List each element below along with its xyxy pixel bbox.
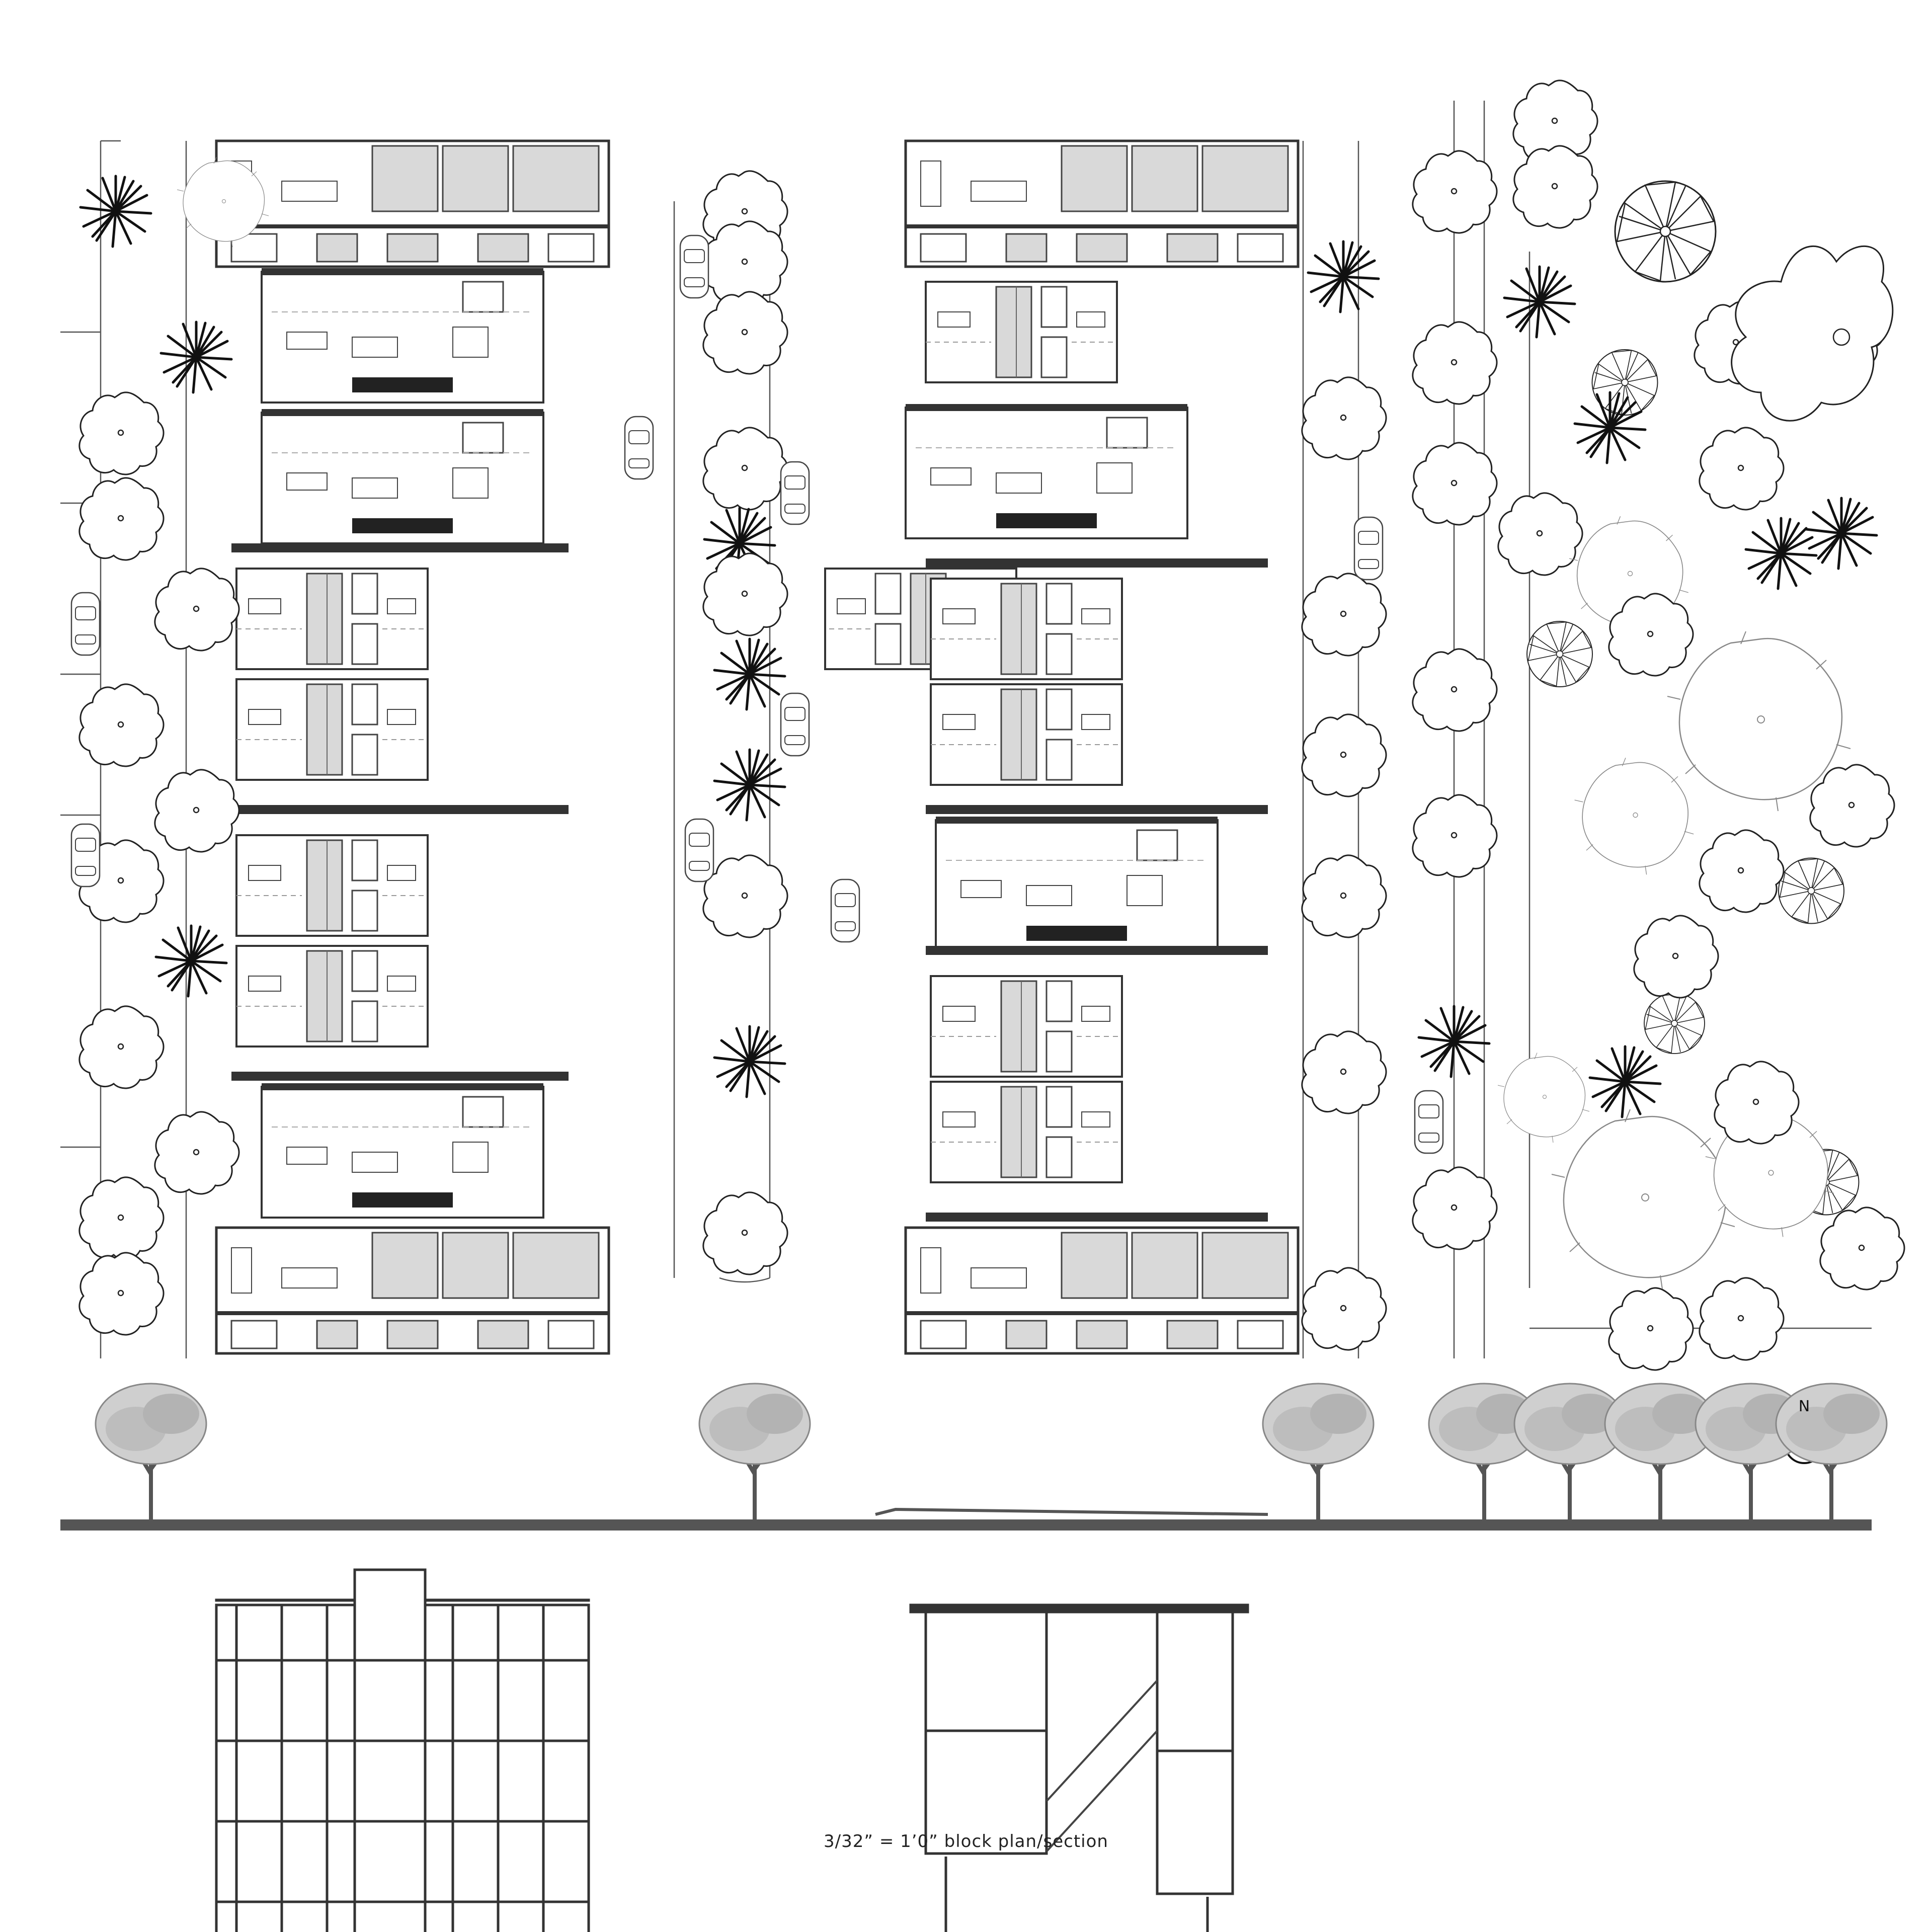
left-building-section — [215, 1568, 590, 1932]
right-building-section — [909, 1603, 1249, 1932]
left-block-plan — [216, 141, 1017, 1353]
drawing-caption: 3/32” = 1’0” block plan/section — [824, 1831, 1108, 1852]
plan-trees — [78, 79, 1905, 1371]
site-section — [60, 1384, 1887, 1932]
right-block-plan — [906, 141, 1298, 1353]
north-arrow-label: N — [1798, 1398, 1810, 1415]
